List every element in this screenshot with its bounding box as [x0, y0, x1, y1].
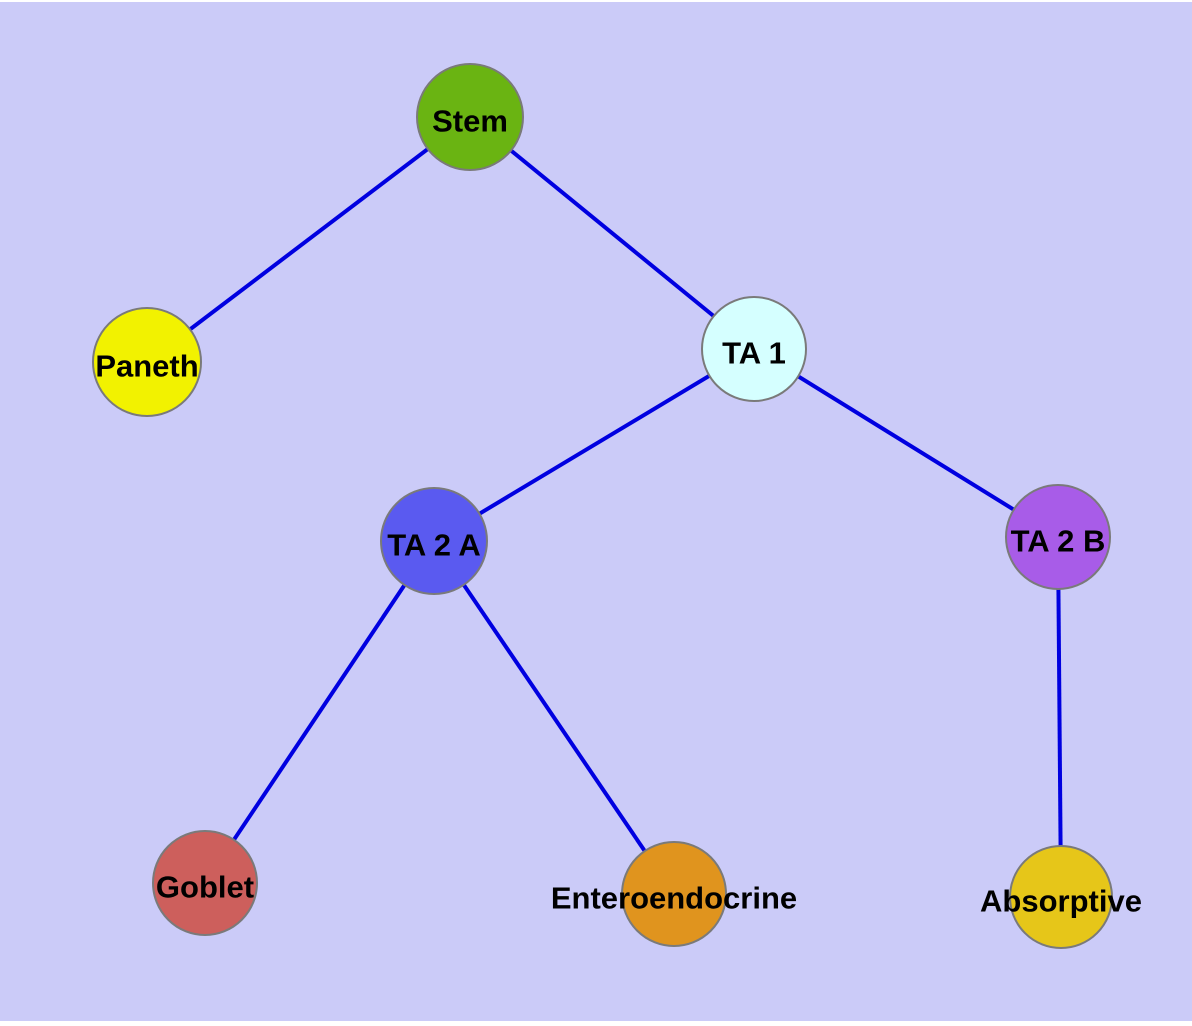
- node-circle-ta1[interactable]: [701, 296, 807, 402]
- edge-ta2a-enteroendocrine: [432, 539, 676, 896]
- node-stem[interactable]: Stem: [416, 63, 524, 171]
- node-ta1[interactable]: TA 1: [701, 296, 807, 402]
- node-label-ta1: TA 1: [722, 335, 786, 370]
- node-absorptive[interactable]: Absorptive: [980, 845, 1142, 949]
- node-label-paneth: Paneth: [95, 348, 198, 383]
- node-label-absorptive: Absorptive: [980, 883, 1142, 918]
- node-label-enteroendocrine: Enteroendocrine: [551, 880, 797, 915]
- edge-ta1-ta2a: [432, 347, 756, 543]
- node-circle-stem[interactable]: [416, 63, 524, 171]
- node-circle-enteroendocrine[interactable]: [621, 841, 727, 947]
- edge-ta2b-absorptive: [1056, 536, 1063, 898]
- node-circle-ta2b[interactable]: [1005, 484, 1111, 590]
- edge-stem-ta1: [468, 115, 756, 351]
- node-label-stem: Stem: [432, 103, 508, 138]
- node-circle-absorptive[interactable]: [1009, 845, 1113, 949]
- node-circle-paneth[interactable]: [92, 307, 202, 417]
- edge-stem-paneth: [145, 115, 472, 364]
- node-ta2a[interactable]: TA 2 A: [380, 487, 488, 595]
- edge-ta2a-goblet: [203, 539, 436, 885]
- node-ta2b[interactable]: TA 2 B: [1005, 484, 1111, 590]
- node-circle-ta2a[interactable]: [380, 487, 488, 595]
- edge-ta1-ta2b: [752, 347, 1060, 539]
- node-label-goblet: Goblet: [156, 869, 254, 904]
- node-enteroendocrine[interactable]: Enteroendocrine: [551, 841, 797, 947]
- node-circle-goblet[interactable]: [152, 830, 258, 936]
- node-paneth[interactable]: Paneth: [92, 307, 202, 417]
- node-label-ta2a: TA 2 A: [387, 527, 481, 562]
- node-label-ta2b: TA 2 B: [1011, 523, 1106, 558]
- node-goblet[interactable]: Goblet: [152, 830, 258, 936]
